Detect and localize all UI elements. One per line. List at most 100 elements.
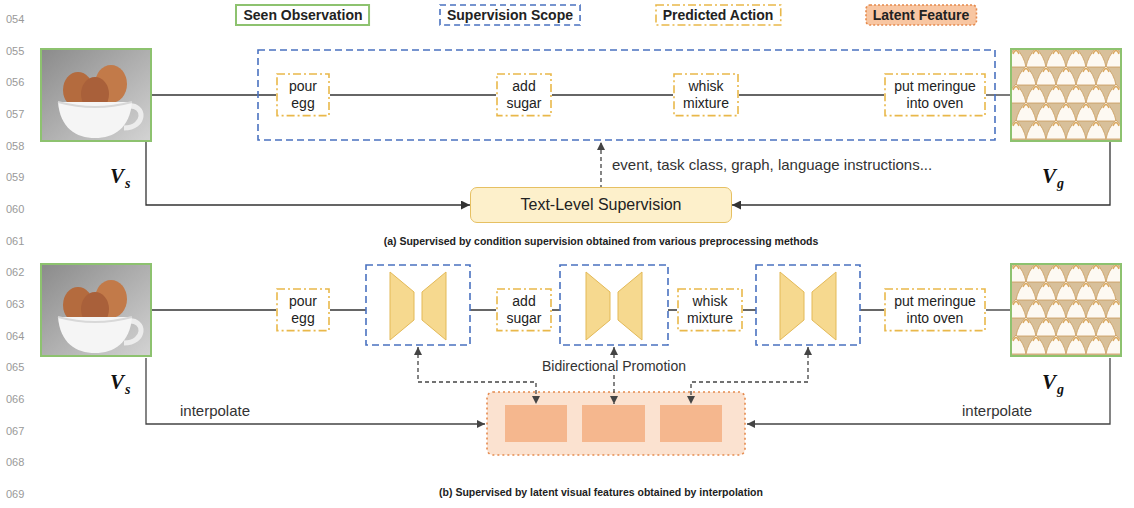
line-number: 057 xyxy=(6,108,24,120)
line-number: 061 xyxy=(6,231,24,249)
supervision-box: Text-Level Supervision xyxy=(470,187,732,222)
legend-item: Seen Observation xyxy=(235,4,370,26)
observation-image: Vg xyxy=(1010,263,1122,357)
figure-caption: (b) Supervised by latent visual features… xyxy=(439,486,763,498)
supervision-scope xyxy=(560,265,668,345)
line-number: 068 xyxy=(6,456,24,468)
legend-item: Supervision Scope xyxy=(439,4,581,26)
figure-caption: (b) Supervised by latent visual features… xyxy=(439,482,763,500)
input-connector xyxy=(146,142,470,205)
encoder-shape xyxy=(780,272,804,340)
line-number: 058 xyxy=(6,140,24,152)
encoder-shape xyxy=(390,272,414,340)
supervision-note: event, task class, graph, language instr… xyxy=(612,156,932,173)
action-box: pour egg xyxy=(276,73,330,117)
action-label: add sugar xyxy=(503,293,545,327)
state-label: Vs xyxy=(110,370,130,395)
goal-image xyxy=(1006,48,1126,142)
state-symbol: V xyxy=(1042,370,1056,394)
action-box: whisk mixture xyxy=(673,73,739,117)
timeline-connector xyxy=(152,309,276,310)
observation-image: Vs xyxy=(40,263,152,357)
line-number: 064 xyxy=(6,330,24,342)
observation-image: Vs xyxy=(40,48,152,142)
state-subscript: s xyxy=(125,382,130,397)
action-box: whisk mixture xyxy=(677,288,743,332)
timeline-connector xyxy=(330,94,496,95)
interpolate-arrow xyxy=(146,358,485,424)
line-number: 064 xyxy=(6,326,24,344)
state-subscript: g xyxy=(1057,176,1064,191)
line-number: 062 xyxy=(6,266,24,278)
legend-label: Predicted Action xyxy=(655,4,782,26)
decoder-shape xyxy=(812,272,836,340)
observation-image: Vg xyxy=(1010,48,1122,142)
line-number: 063 xyxy=(6,298,24,310)
line-number: 057 xyxy=(6,104,24,122)
state-symbol: V xyxy=(110,370,124,394)
action-outline xyxy=(885,289,985,331)
line-number: 059 xyxy=(6,167,24,185)
legend-item: Predicted Action xyxy=(655,4,782,26)
action-outline xyxy=(497,289,551,331)
action-label: put meringue into oven xyxy=(891,293,979,327)
figure-caption: (a) Supervised by condition supervision … xyxy=(384,231,819,249)
action-outline xyxy=(674,74,738,116)
action-label: pour egg xyxy=(283,293,323,327)
arrow-label: interpolate xyxy=(180,402,250,419)
supervision-scope xyxy=(756,265,860,345)
action-box: put meringue into oven xyxy=(884,288,986,332)
line-number: 056 xyxy=(6,72,24,90)
encoder-shape xyxy=(586,272,610,340)
arrow-label: Bidirectional Promotion xyxy=(539,357,689,375)
latent-feature xyxy=(582,405,645,442)
legend-swatch xyxy=(236,5,369,25)
timeline-connector xyxy=(986,94,1010,95)
state-label: Vg xyxy=(1042,164,1064,189)
bidirectional-arrow xyxy=(418,347,536,404)
input-connector xyxy=(732,142,1110,205)
legend-swatch xyxy=(440,5,580,25)
line-number: 054 xyxy=(6,13,24,25)
line-number: 066 xyxy=(6,389,24,407)
line-number: 066 xyxy=(6,393,24,405)
action-outline xyxy=(678,289,742,331)
arrow-label: interpolate xyxy=(962,402,1032,419)
start-image xyxy=(40,263,152,357)
action-label: pour egg xyxy=(283,78,323,112)
supervision-scope xyxy=(366,265,470,345)
timeline-connector xyxy=(552,94,673,95)
latent-feature-box xyxy=(487,392,745,455)
action-box: put meringue into oven xyxy=(884,73,986,117)
line-number: 068 xyxy=(6,452,24,470)
action-label: put meringue into oven xyxy=(891,78,979,112)
action-box: pour egg xyxy=(276,288,330,332)
state-symbol: V xyxy=(110,164,124,188)
legend-label: Seen Observation xyxy=(235,4,370,26)
line-number: 055 xyxy=(6,41,24,59)
legend-label: Supervision Scope xyxy=(439,4,581,26)
state-subscript: g xyxy=(1057,382,1064,397)
latent-feature xyxy=(505,405,567,442)
arrow-label: interpolate xyxy=(180,402,250,420)
line-number: 065 xyxy=(6,361,24,373)
action-outline xyxy=(885,74,985,116)
line-number: 063 xyxy=(6,294,24,312)
legend-swatch xyxy=(656,5,781,25)
legend-item: Latent Feature xyxy=(865,4,977,26)
legend-swatch xyxy=(866,5,976,25)
decoder-shape xyxy=(618,272,642,340)
line-number: 058 xyxy=(6,136,24,154)
state-subscript: s xyxy=(125,176,130,191)
action-label: whisk mixture xyxy=(684,293,736,327)
line-number: 067 xyxy=(6,421,24,439)
action-outline xyxy=(497,74,551,116)
supervision-note: event, task class, graph, language instr… xyxy=(612,156,932,174)
legend-label: Latent Feature xyxy=(865,4,977,26)
action-outline xyxy=(277,74,329,116)
line-number: 067 xyxy=(6,425,24,437)
line-number: 069 xyxy=(6,488,24,500)
action-box: add sugar xyxy=(496,73,552,117)
action-label: add sugar xyxy=(503,78,545,112)
